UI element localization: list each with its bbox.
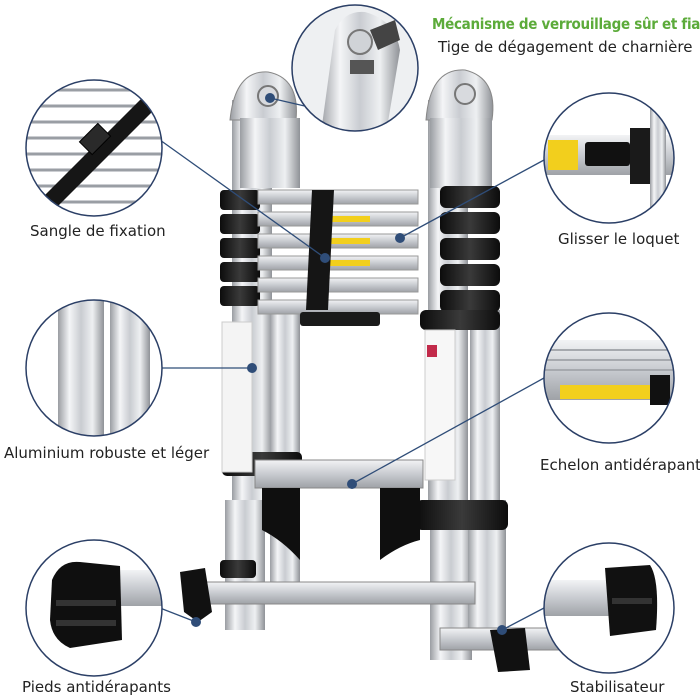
callout-lines <box>159 97 545 631</box>
callout-dot-icon <box>247 363 257 373</box>
callout-dot-icon <box>265 93 275 103</box>
slide-latch-label: Glisser le loquet <box>558 230 680 248</box>
rung-label: Echelon antidérapant <box>540 456 700 474</box>
detail-feet <box>25 539 163 677</box>
callout-dot-icon <box>191 617 201 627</box>
detail-stabilizer <box>543 542 675 674</box>
callout-dot-icon <box>395 233 405 243</box>
detail-hinge <box>291 4 419 132</box>
stabilizer-label: Stabilisateur <box>570 678 665 696</box>
callout-dot-icon <box>497 625 507 635</box>
detail-rung <box>543 312 675 444</box>
detail-strap <box>25 79 163 217</box>
callout-dot-icon <box>347 479 357 489</box>
ladder <box>180 69 561 672</box>
detail-latch <box>543 92 675 224</box>
callout-dots <box>191 93 507 635</box>
detail-aluminium <box>25 299 163 437</box>
aluminium-label: Aluminium robuste et léger <box>4 444 210 462</box>
strap-label: Sangle de fixation <box>30 222 166 240</box>
locking-mechanism-title: Mécanisme de verrouillage sûr et fiable <box>432 15 700 33</box>
feet-label: Pieds antidérapants <box>22 678 171 696</box>
hinge-release-label: Tige de dégagement de charnière <box>438 38 693 56</box>
callout-dot-icon <box>320 253 330 263</box>
